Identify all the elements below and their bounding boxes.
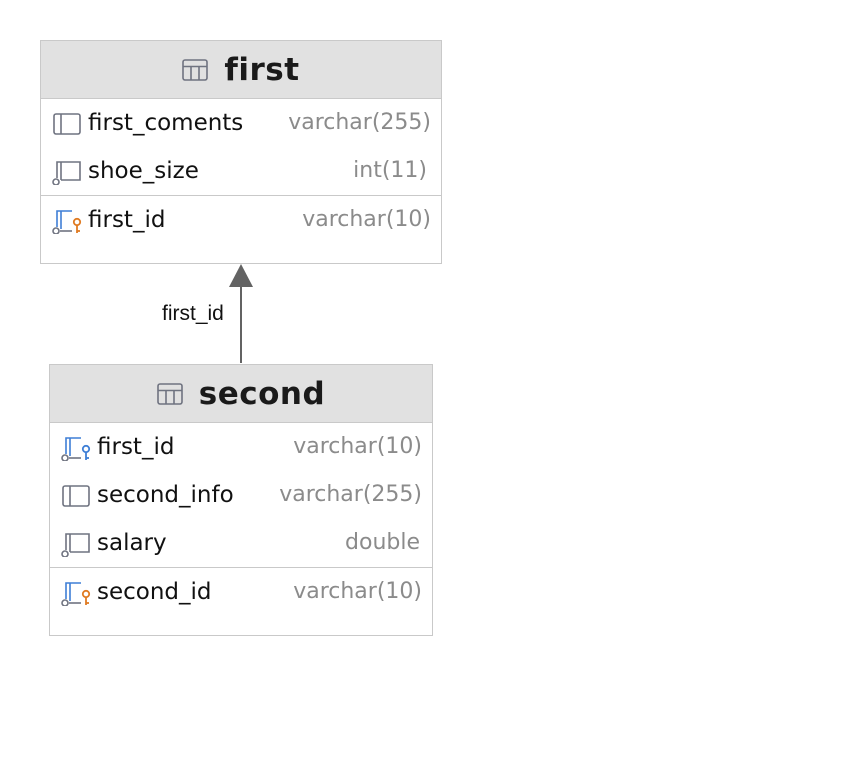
primary-key-icon [52, 210, 82, 234]
nullable-column-icon [52, 161, 81, 185]
relationship-arrowhead [229, 264, 253, 287]
column-section: first_coments varchar(255) shoe_size int… [41, 99, 441, 195]
column-name: salary [97, 530, 167, 556]
table-icon [182, 58, 209, 81]
primary-key-icon [61, 582, 91, 606]
column-name: shoe_size [88, 158, 199, 184]
column-row[interactable]: second_info varchar(255) [50, 471, 432, 519]
entity-title: second [198, 375, 326, 412]
entity-title: first [224, 51, 300, 88]
column-type: varchar(10) [298, 196, 431, 244]
relationship-label: first_id [162, 302, 224, 325]
table-icon [156, 382, 183, 405]
column-type: varchar(255) [275, 471, 422, 519]
primary-key-row[interactable]: second_id varchar(10) [50, 568, 432, 616]
column-section: first_id varchar(10) second_info varchar… [50, 423, 432, 567]
column-icon [53, 113, 81, 135]
foreign-key-icon [61, 437, 91, 461]
column-row[interactable]: first_coments varchar(255) [41, 99, 441, 147]
column-row[interactable]: shoe_size int(11) [41, 147, 441, 195]
column-type: varchar(10) [289, 568, 422, 616]
column-type: varchar(255) [284, 99, 431, 147]
entity-header[interactable]: second [50, 365, 432, 423]
foreign-key-row[interactable]: first_id varchar(10) [50, 423, 432, 471]
column-type: varchar(10) [289, 423, 422, 471]
entity-second[interactable]: second first_id varchar(10) second_info … [49, 364, 433, 636]
column-name: first_id [88, 207, 166, 233]
nullable-column-icon [61, 533, 90, 557]
key-section: first_id varchar(10) [41, 195, 441, 244]
column-icon [62, 485, 90, 507]
column-name: first_coments [88, 110, 244, 136]
key-section: second_id varchar(10) [50, 567, 432, 616]
column-name: second_info [97, 482, 234, 508]
entity-header[interactable]: first [41, 41, 441, 99]
entity-first[interactable]: first first_coments varchar(255) shoe_si… [40, 40, 442, 264]
column-name: first_id [97, 434, 175, 460]
column-type: double [341, 519, 420, 567]
column-row[interactable]: salary double [50, 519, 432, 567]
column-type: int(11) [349, 147, 427, 195]
primary-key-row[interactable]: first_id varchar(10) [41, 196, 441, 244]
column-name: second_id [97, 579, 212, 605]
